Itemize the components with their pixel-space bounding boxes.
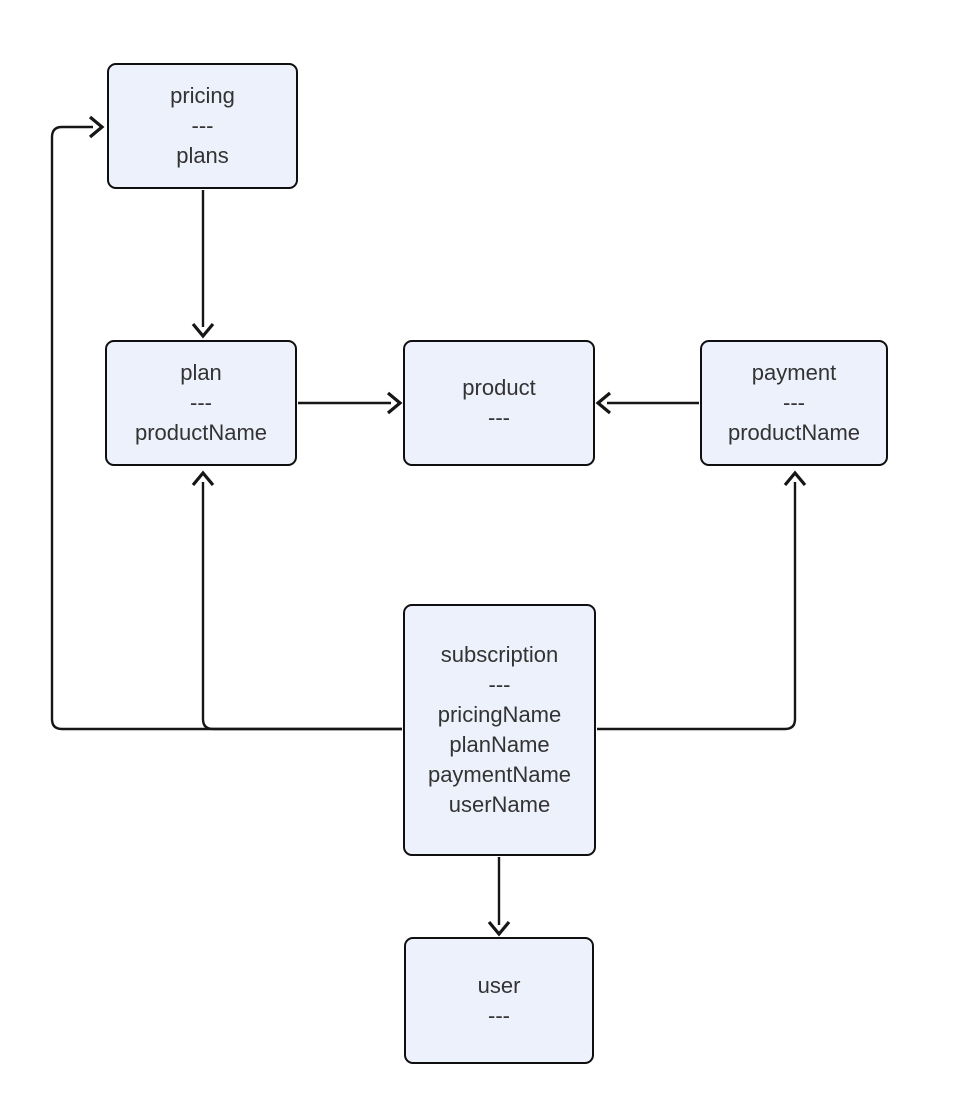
edge-subscription-to-plan	[191, 470, 402, 731]
node-title: product	[462, 375, 536, 400]
node-separator: ---	[488, 405, 510, 430]
node-separator: ---	[191, 113, 214, 138]
arrow-right-icon	[88, 115, 105, 139]
node-separator: ---	[488, 672, 511, 697]
node-title: pricing	[170, 83, 235, 108]
node-pricing: pricing --- plans	[107, 63, 298, 189]
node-separator: ---	[783, 390, 805, 415]
node-title: subscription	[440, 642, 559, 667]
arrow-up-icon	[783, 470, 807, 487]
node-attribute: planName	[449, 732, 550, 757]
edge-payment-to-product	[595, 391, 699, 415]
node-payment: payment --- productName	[700, 340, 888, 466]
node-attribute: paymentName	[427, 762, 572, 787]
edge-subscription-to-user	[487, 857, 511, 937]
arrow-down-icon	[487, 920, 511, 937]
node-attribute: productName	[727, 420, 861, 445]
edge-subscription-to-pricing	[50, 115, 402, 731]
node-attribute: plans	[176, 143, 229, 168]
node-title: payment	[751, 360, 837, 385]
node-title: user	[477, 972, 521, 998]
node-separator: ---	[190, 390, 212, 415]
edge-subscription-to-payment	[597, 470, 807, 731]
arrow-down-icon	[191, 322, 215, 339]
edge-pricing-to-plan	[191, 190, 215, 339]
node-product: product ---	[403, 340, 595, 466]
node-user: user ---	[404, 937, 594, 1064]
node-title: plan	[180, 360, 222, 385]
node-attribute: pricingName	[437, 702, 562, 727]
node-attribute: userName	[448, 792, 551, 817]
node-subscription: subscription --- pricingName planName pa…	[403, 604, 596, 856]
edge-plan-to-product	[298, 391, 403, 415]
arrow-up-icon	[191, 470, 215, 487]
node-plan: plan --- productName	[105, 340, 297, 466]
arrow-right-icon	[386, 391, 403, 415]
arrow-left-icon	[595, 391, 612, 415]
node-separator: ---	[488, 1002, 510, 1028]
node-attribute: productName	[134, 420, 268, 445]
